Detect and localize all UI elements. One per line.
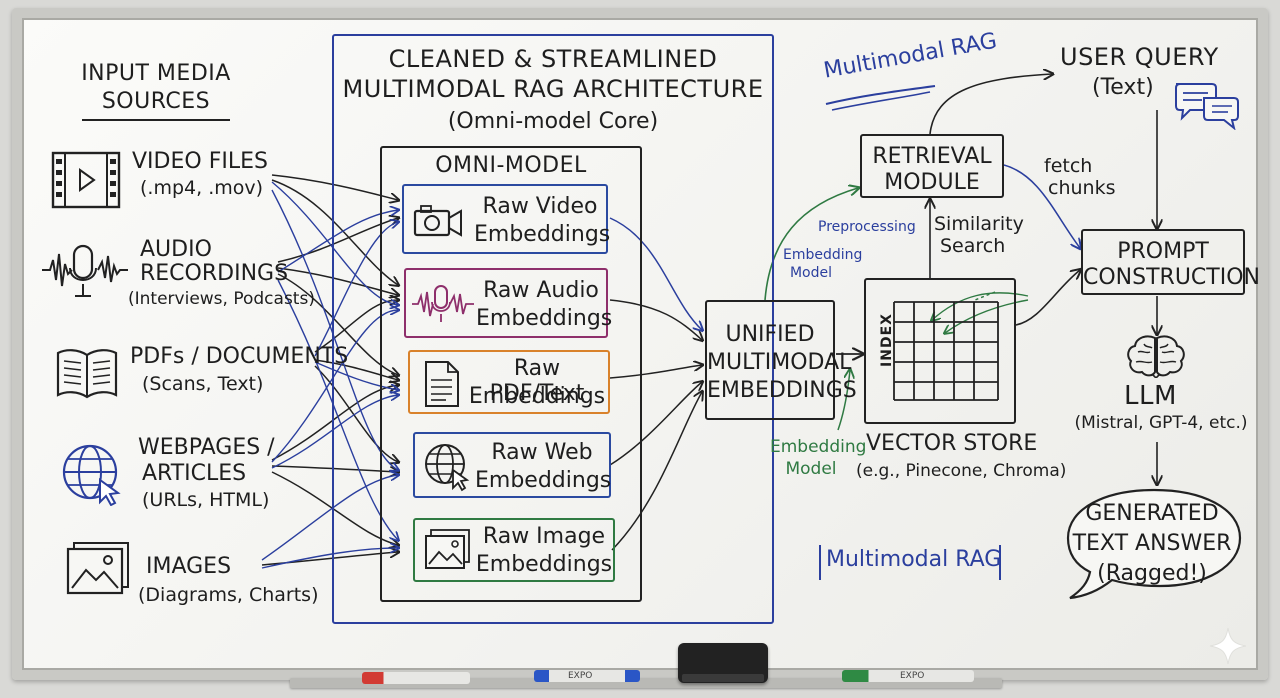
open-book-icon [56,349,118,399]
input-heading-line-2: SOURCES [101,89,211,114]
user-query-sub: (Text) [1092,75,1154,100]
llm-title: LLM [1124,381,1177,411]
answer-line-2: TEXT ANSWER [1072,531,1232,556]
raw-video-embeddings-box: Raw Video Embeddings [402,184,611,254]
prompt-construction-box: PROMPT CONSTRUCTION [1081,229,1260,295]
prompt-line-2: CONSTRUCTION [1083,265,1260,290]
unified-line-1: UNIFIED [725,322,815,347]
blue-marker-label: EXPO [568,671,593,681]
input-video-title: VIDEO FILES [132,149,268,174]
raw-audio-line-1: Raw Audio [483,278,599,303]
omni-model-label: OMNI-MODEL [435,153,587,178]
input-web-title-2: ARTICLES [142,461,247,486]
raw-pdf-line-1: Raw PDF/Text [489,356,585,407]
answer-speech-bubble [1066,488,1242,600]
video-file-icon [51,151,121,209]
multimodal-rag-bottom-label: Multimodal RAG [826,547,1002,572]
chat-bubbles-icon [1175,83,1239,130]
input-web-title-1: WEBPAGES / [138,435,275,460]
unified-embeddings-box: UNIFIED MULTIMODAL EMBEDDINGS [705,300,857,420]
raw-pdf-embeddings-box: Raw PDF/Text Embeddings [408,350,610,414]
raw-image-line-2: Embeddings [475,552,613,577]
input-images-title: IMAGES [146,554,232,579]
brain-icon [1127,335,1185,378]
input-images-sub: (Diagrams, Charts) [138,584,319,606]
image-stack-icon [425,529,470,569]
vector-store-title: VECTOR STORE [866,431,1038,456]
raw-pdf-line-2: Embeddings [468,384,606,409]
unified-line-2: MULTIMODAL [707,350,852,375]
raw-video-line-1: Raw Video [482,194,598,219]
similarity-search-1: Similarity [934,213,1024,235]
architecture-subtitle: (Omni-model Core) [447,109,659,134]
marker-tray [290,678,1002,688]
raw-image-line-1: Raw Image [482,524,606,549]
input-audio-title-2: RECORDINGS [140,261,289,286]
camera-icon [413,205,462,237]
audio-waveform-microphone-icon [42,244,128,297]
input-web-sub: (URLs, HTML) [142,489,270,511]
similarity-search-2: Search [940,235,1006,257]
globe-cursor-icon [62,444,121,506]
green-marker[interactable] [842,670,974,682]
architecture-frame [332,34,774,624]
retrieval-line-2: MODULE [884,170,980,195]
image-picture-icon [66,542,129,595]
architecture-title-2: MULTIMODAL RAG ARCHITECTURE [342,75,764,103]
answer-line-1: GENERATED [1085,501,1219,526]
raw-web-embeddings-box: Raw Web Embeddings [413,432,611,498]
raw-audio-embeddings-box: Raw Audio Embeddings [404,268,613,338]
embedding-model-bottom-1: Embedding [770,437,867,457]
vector-store-box: INDEX [864,278,1016,424]
raw-web-line-1: Raw Web [491,440,593,465]
document-icon [425,361,459,407]
raw-audio-line-2: Embeddings [476,306,613,331]
preprocessing-label: Preprocessing [818,219,916,235]
vector-index-grid [893,301,999,401]
embedding-model-top-2: Model [789,265,833,281]
fetch-chunks-1: fetch [1044,155,1093,177]
eraser-felt [682,674,764,682]
input-audio-sub: (Interviews, Podcasts) [128,289,315,309]
raw-image-embeddings-box: Raw Image Embeddings [413,518,615,582]
retrieval-module-box: RETRIEVAL MODULE [860,134,1004,198]
prompt-line-1: PROMPT [1117,239,1209,264]
input-pdf-title: PDFs / DOCUMENTS [130,344,349,369]
raw-web-line-2: Embeddings [475,468,612,493]
unified-line-3: EMBEDDINGS [707,378,857,403]
omni-model-box [380,146,642,602]
globe-cursor-icon [425,444,470,492]
user-query-title: USER QUERY [1060,43,1219,71]
raw-video-line-2: Embeddings [474,222,611,247]
retrieval-line-1: RETRIEVAL [872,144,992,169]
blue-marker[interactable] [534,670,640,682]
sparkle-icon [1209,627,1247,665]
microphone-waveform-icon [412,285,474,322]
fetch-chunks-2: chunks [1048,177,1116,199]
vector-store-sub: (e.g., Pinecone, Chroma) [856,461,1067,481]
embedding-model-top-1: Embedding [783,247,863,263]
answer-line-3: (Ragged!) [1097,561,1207,586]
architecture-title-1: CLEANED & STREAMLINED [388,45,718,73]
input-audio-title-1: AUDIO [140,237,212,262]
input-pdf-sub: (Scans, Text) [142,373,264,395]
input-heading-line-1: INPUT MEDIA [81,61,231,86]
embedding-model-bottom-2: Model [785,459,837,479]
input-video-sub: (.mp4, .mov) [140,177,264,199]
green-marker-label: EXPO [900,671,925,681]
llm-sub: (Mistral, GPT-4, etc.) [1074,413,1248,433]
red-marker[interactable] [362,672,470,684]
